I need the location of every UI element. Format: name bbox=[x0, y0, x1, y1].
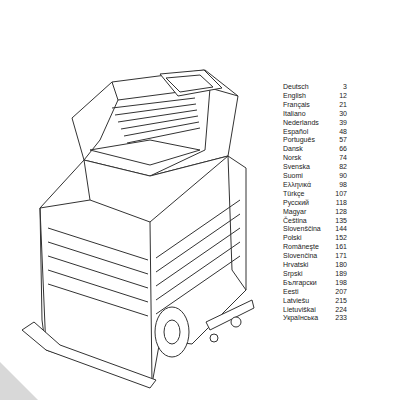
stroke bbox=[121, 116, 198, 129]
stroke bbox=[156, 214, 240, 272]
language-name: English bbox=[283, 92, 306, 100]
page-number: 161 bbox=[323, 243, 347, 251]
language-name: Lietuviškai bbox=[283, 306, 316, 314]
page-number: 180 bbox=[323, 261, 347, 269]
language-name: Polski bbox=[283, 234, 302, 242]
page-number: 98 bbox=[323, 181, 347, 189]
language-name: Slovenčina bbox=[283, 252, 317, 260]
language-name: Svenska bbox=[283, 163, 310, 171]
body-stripes bbox=[48, 200, 240, 316]
stroke bbox=[48, 228, 148, 260]
language-name: Srpski bbox=[283, 270, 302, 278]
language-name: Nederlands bbox=[283, 119, 319, 127]
language-name: Deutsch bbox=[283, 83, 309, 91]
page-number: 189 bbox=[323, 270, 347, 278]
stroke bbox=[48, 256, 148, 288]
language-name: Suomi bbox=[283, 172, 303, 180]
stroke bbox=[156, 200, 240, 258]
language-name: Türkçe bbox=[283, 190, 304, 198]
page-number: 74 bbox=[323, 154, 347, 162]
page-number: 128 bbox=[323, 208, 347, 216]
language-name: Français bbox=[283, 101, 310, 109]
language-name: Ελληνικά bbox=[283, 181, 311, 189]
page-number: 135 bbox=[323, 217, 347, 225]
language-name: Hrvatski bbox=[283, 261, 308, 269]
language-name: Latviešu bbox=[283, 297, 309, 305]
language-name: Русский bbox=[283, 199, 309, 207]
language-name: Italiano bbox=[283, 110, 306, 118]
language-name: Slovenščina bbox=[283, 225, 321, 233]
page-number: 215 bbox=[323, 297, 347, 305]
stroke bbox=[156, 256, 240, 314]
stroke bbox=[156, 228, 240, 286]
page-number: 82 bbox=[323, 163, 347, 171]
page-number: 12 bbox=[323, 92, 347, 100]
page-number: 57 bbox=[323, 136, 347, 144]
page-number: 144 bbox=[323, 225, 347, 233]
page-number: 224 bbox=[323, 306, 347, 314]
page-number: 207 bbox=[323, 288, 347, 296]
stroke bbox=[112, 98, 195, 108]
stroke bbox=[127, 128, 200, 143]
stroke bbox=[156, 242, 240, 300]
language-name: Magyar bbox=[283, 208, 306, 216]
language-name: Português bbox=[283, 136, 315, 144]
page-number: 3 bbox=[323, 83, 347, 91]
language-name: Eesti bbox=[283, 288, 299, 296]
page-number: 107 bbox=[323, 190, 347, 198]
page-number: 39 bbox=[323, 119, 347, 127]
stroke bbox=[118, 110, 197, 122]
stroke bbox=[48, 270, 148, 302]
stroke bbox=[124, 122, 199, 136]
language-name: Norsk bbox=[283, 154, 301, 162]
corner-mark bbox=[0, 362, 38, 400]
machine-drawing bbox=[22, 70, 254, 388]
language-name: Български bbox=[283, 279, 317, 287]
page-number: 21 bbox=[323, 101, 347, 109]
page-number: 198 bbox=[323, 279, 347, 287]
language-name: Español bbox=[283, 128, 308, 136]
page-number: 48 bbox=[323, 128, 347, 136]
stroke bbox=[48, 284, 148, 316]
page-number: 90 bbox=[323, 172, 347, 180]
language-name: Româneşte bbox=[283, 243, 319, 251]
page-number: 118 bbox=[323, 199, 347, 207]
page-number: 171 bbox=[323, 252, 347, 260]
page-number: 152 bbox=[323, 234, 347, 242]
stroke bbox=[48, 242, 148, 274]
hood-vents bbox=[112, 98, 200, 143]
page-number: 30 bbox=[323, 110, 347, 118]
page-number: 233 bbox=[323, 314, 347, 322]
language-name: Українська bbox=[283, 314, 318, 322]
language-name: Čeština bbox=[283, 217, 307, 225]
stroke bbox=[115, 104, 196, 115]
page-number: 66 bbox=[323, 145, 347, 153]
language-name: Dansk bbox=[283, 145, 303, 153]
